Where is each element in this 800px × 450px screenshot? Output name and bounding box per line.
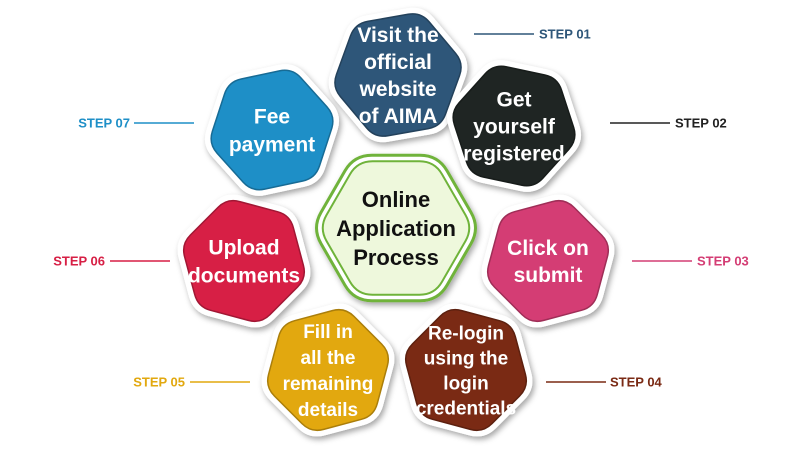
step-03-text-line: submit [514,264,583,287]
step-02-label: STEP 02 [675,116,727,131]
hexagons-layer: Visit the official website of AIMA Get yourse… [177,7,615,437]
step-04-text-line: Re-login [428,323,504,344]
step-05-hexagon: Fill in all the remaining details [261,303,395,437]
step-03-label: STEP 03 [697,254,749,269]
center-hexagon-body [321,160,471,296]
step-05-text-line: Fill in [303,322,353,343]
step-07-text-line: Fee [254,106,290,129]
step-05-hexagon-body [266,308,390,432]
step-03-text-line: Click on [507,237,589,260]
step-01-text-line: of AIMA [359,105,438,128]
step-07-text-line: payment [229,134,315,157]
step-01-text-line: Visit the [357,24,438,47]
step-04-label: STEP 04 [610,375,663,390]
step-07-hexagon-body [210,69,334,191]
step-04-text-line: credentials [416,398,516,419]
step-02-text-line: yourself [473,116,556,139]
step-06-text-line: documents [188,265,300,288]
step-07-label: STEP 07 [78,116,130,131]
step-06-text-line: Upload [208,237,279,260]
step-01-hexagon-body [334,13,462,137]
step-05-text-line: all the [301,348,356,369]
step-05-text-line: remaining [283,374,374,395]
step-03-hexagon: Click on submit [481,194,615,328]
step-01-label: STEP 01 [539,27,591,42]
step-03-hexagon-body [486,199,610,323]
step-04-text-line: using the [424,348,508,369]
step-02-hexagon: Get yourself registered [446,60,582,192]
step-02-hexagon-body [452,65,576,187]
step-06-label: STEP 06 [53,254,105,269]
step-07-hexagon: Fee payment [204,64,340,196]
step-01-text-line: official [364,51,432,74]
step-04-hexagon: Re-login using the login credentials [399,303,533,437]
step-02-text-line: registered [463,143,565,166]
step-06-hexagon-body [182,199,306,323]
step-04-text-line: login [443,373,488,394]
center-title-line: Process [353,245,439,270]
step-02-text-line: Get [496,89,531,112]
center-title-line: Online [362,187,430,212]
step-04-hexagon-body [404,308,528,432]
step-05-text-line: details [298,400,358,421]
step-01-text-line: website [358,78,436,101]
step-01-hexagon: Visit the official website of AIMA [328,7,468,143]
step-06-hexagon: Upload documents [177,194,311,328]
center-title-line: Application [336,216,456,241]
step-05-label: STEP 05 [133,375,185,390]
connectors-layer: STEP 01 STEP 02 STEP 03 STEP 04 STEP 05 STEP … [53,27,749,390]
